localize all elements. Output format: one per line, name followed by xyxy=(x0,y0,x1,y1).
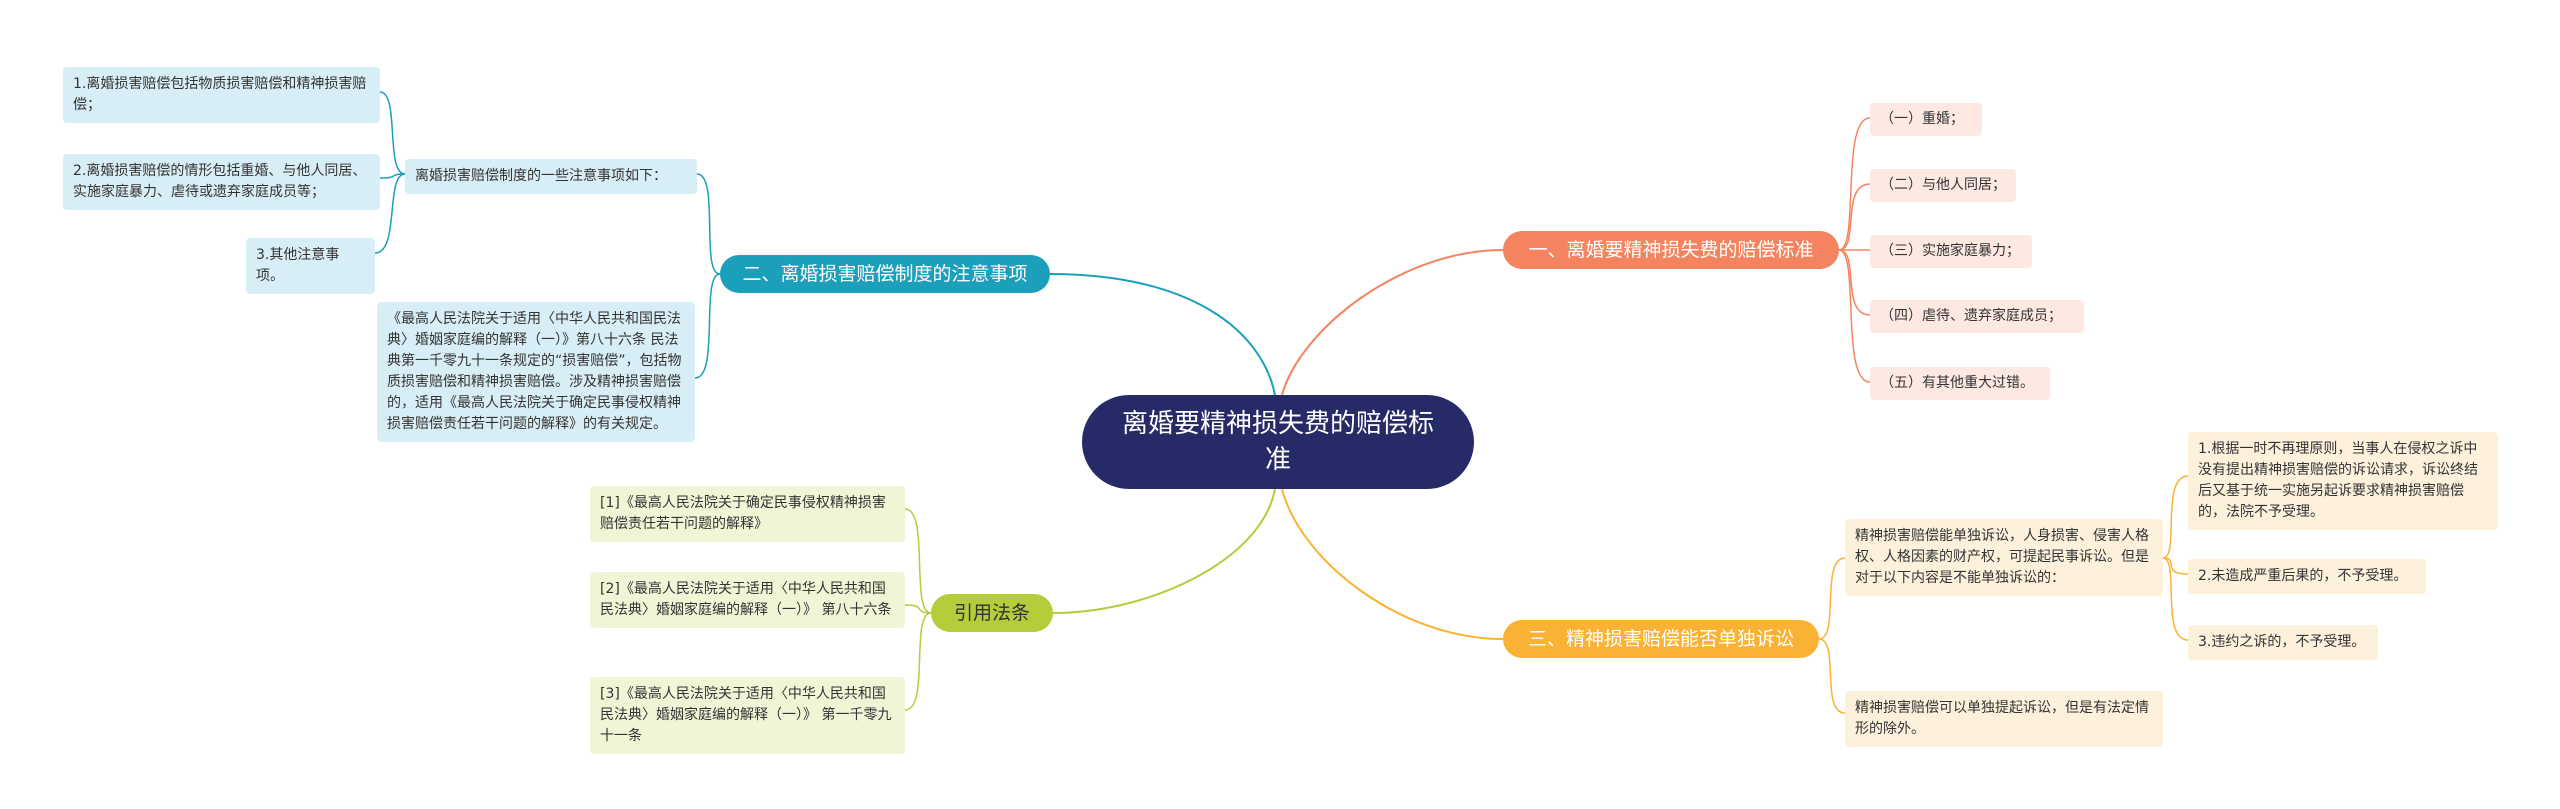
b4-law-3[interactable]: [3]《最高人民法院关于适用〈中华人民共和国民法典〉婚姻家庭编的解释（一）》 第… xyxy=(590,677,905,754)
b2-note-3[interactable]: 3.其他注意事项。 xyxy=(246,238,375,294)
b3-sub-2[interactable]: 精神损害赔偿可以单独提起诉讼，但是有法定情形的除外。 xyxy=(1845,691,2163,747)
root-node[interactable]: 离婚要精神损失费的赔偿标准 xyxy=(1082,395,1474,489)
link-b2-note xyxy=(696,173,721,275)
b2-note-2[interactable]: 2.离婚损害赔偿的情形包括重婚、与他人同居、实施家庭暴力、虐待或遗弃家庭成员等； xyxy=(63,154,380,210)
link-b1-i4 xyxy=(1838,249,1871,316)
b1-item-3[interactable]: （三）实施家庭暴力； xyxy=(1870,235,2032,268)
link-b1-i1 xyxy=(1838,117,1871,251)
link-b1-i2 xyxy=(1838,183,1871,251)
b3-sub-1[interactable]: 精神损害赔偿能单独诉讼，人身损害、侵害人格权、人格因素的财产权，可提起民事诉讼。… xyxy=(1845,519,2163,596)
b3-sub-1-item-2[interactable]: 2.未造成严重后果的，不予受理。 xyxy=(2188,559,2426,594)
link-b3-s2 xyxy=(1818,638,1846,714)
link-s1-a xyxy=(2162,475,2189,559)
b1-item-4[interactable]: （四）虐待、遗弃家庭成员； xyxy=(1870,300,2084,333)
link-b4-2 xyxy=(904,604,932,614)
b1-item-1[interactable]: （一）重婚； xyxy=(1870,103,1982,136)
branch-separate-lawsuit[interactable]: 三、精神损害赔偿能否单独诉讼 xyxy=(1503,620,1819,658)
link-b4-3 xyxy=(904,612,932,711)
branch-cited-laws[interactable]: 引用法条 xyxy=(931,594,1053,632)
link-note-3 xyxy=(374,173,406,254)
b2-note-parent[interactable]: 离婚损害赔偿制度的一些注意事项如下： xyxy=(405,159,697,194)
link-b2-interp xyxy=(694,273,721,379)
b2-note-1[interactable]: 1.离婚损害赔偿包括物质损害赔偿和精神损害赔偿； xyxy=(63,67,380,123)
branch-compensation-standards[interactable]: 一、离婚要精神损失费的赔偿标准 xyxy=(1503,231,1839,269)
link-root-b3 xyxy=(1281,488,1504,640)
link-root-b4 xyxy=(1052,488,1276,614)
b2-interpretation[interactable]: 《最高人民法院关于适用〈中华人民共和国民法典〉婚姻家庭编的解释（一）》第八十六条… xyxy=(377,302,695,442)
link-b1-i5 xyxy=(1838,249,1871,383)
link-b3-s1 xyxy=(1818,557,1846,640)
b4-law-2[interactable]: [2]《最高人民法院关于适用〈中华人民共和国民法典〉婚姻家庭编的解释（一）》 第… xyxy=(590,572,905,628)
b3-sub-1-item-3[interactable]: 3.违约之诉的，不予受理。 xyxy=(2188,625,2378,660)
branch-precautions[interactable]: 二、离婚损害赔偿制度的注意事项 xyxy=(720,255,1050,293)
link-root-b1 xyxy=(1281,249,1504,396)
link-b4-1 xyxy=(904,508,932,614)
b3-sub-1-item-1[interactable]: 1.根据一时不再理原则，当事人在侵权之诉中没有提出精神损害赔偿的诉讼请求，诉讼终… xyxy=(2188,432,2498,530)
link-note-1 xyxy=(379,91,406,175)
b1-item-5[interactable]: （五）有其他重大过错。 xyxy=(1870,367,2050,400)
link-root-b2 xyxy=(1049,273,1276,396)
b1-item-2[interactable]: （二）与他人同居； xyxy=(1870,169,2016,202)
b4-law-1[interactable]: [1]《最高人民法院关于确定民事侵权精神损害赔偿责任若干问题的解释》 xyxy=(590,486,905,542)
link-s1-b xyxy=(2162,557,2189,575)
link-s1-c xyxy=(2162,557,2189,641)
